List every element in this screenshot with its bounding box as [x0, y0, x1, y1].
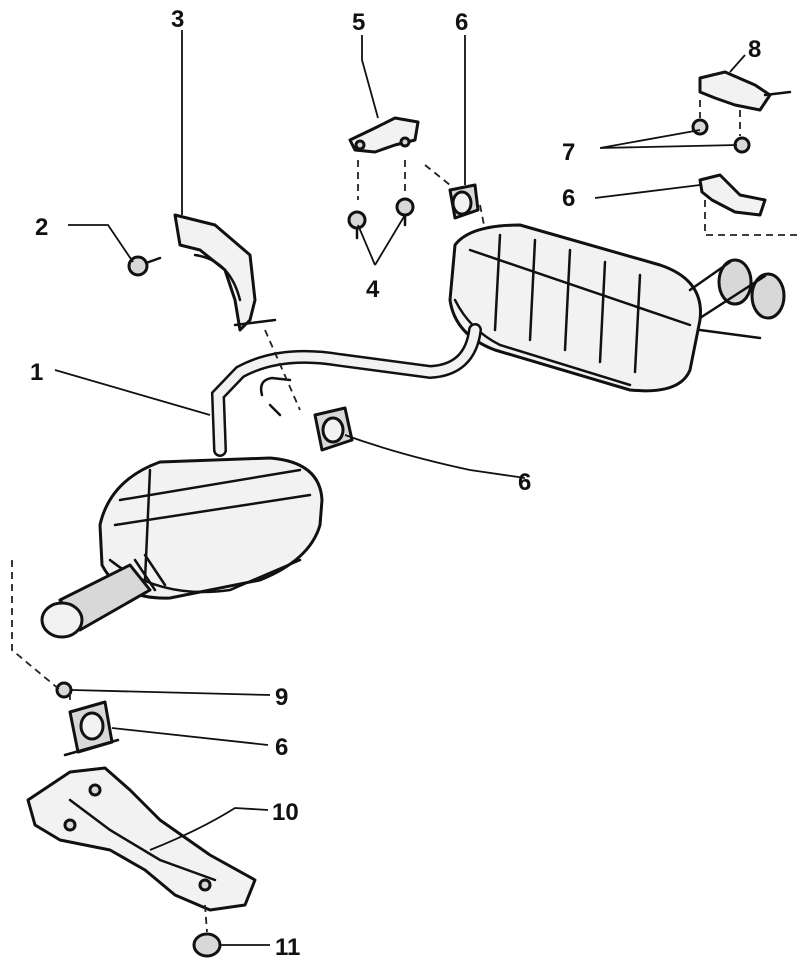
callout-5: 5: [352, 9, 365, 36]
nut-9: [55, 681, 73, 699]
callout-11: 11: [275, 934, 300, 961]
callout-6-right: 6: [562, 185, 575, 212]
intermediate-pipe: [210, 323, 482, 457]
callout-7: 7: [562, 139, 575, 166]
nuts-7: [691, 100, 751, 154]
front-silencer: [40, 456, 324, 639]
rubber-mount-top: [448, 183, 480, 220]
leader-lines: [54, 30, 746, 946]
bracket-10: [26, 766, 257, 912]
rubber-mount-bottom: [63, 700, 120, 757]
hanger-6-right: [698, 173, 767, 217]
callout-6-bottom: 6: [275, 734, 288, 761]
bracket-3: [173, 213, 277, 332]
rubber-mount-middle: [313, 406, 354, 452]
callout-4: 4: [366, 276, 380, 303]
callout-9: 9: [275, 684, 288, 711]
rear-silencer: [448, 223, 786, 393]
callout-8: 8: [748, 36, 761, 63]
pipe-hanger-stud: [259, 376, 292, 417]
callout-2: 2: [35, 214, 48, 241]
callout-10: 10: [272, 799, 299, 826]
callout-3: 3: [171, 6, 184, 33]
callout-6-middle: 6: [518, 469, 531, 496]
callout-labels: 1 2 3 4 5 6 6 6 6 7 8 9 10 11: [30, 6, 761, 961]
bracket-8: [698, 70, 792, 112]
assembly-guides: [11, 164, 800, 933]
bracket-5: [348, 116, 420, 154]
nut-11: [192, 932, 222, 958]
callout-1: 1: [30, 359, 43, 386]
bolt-2: [127, 255, 162, 277]
callout-6-top: 6: [455, 9, 468, 36]
